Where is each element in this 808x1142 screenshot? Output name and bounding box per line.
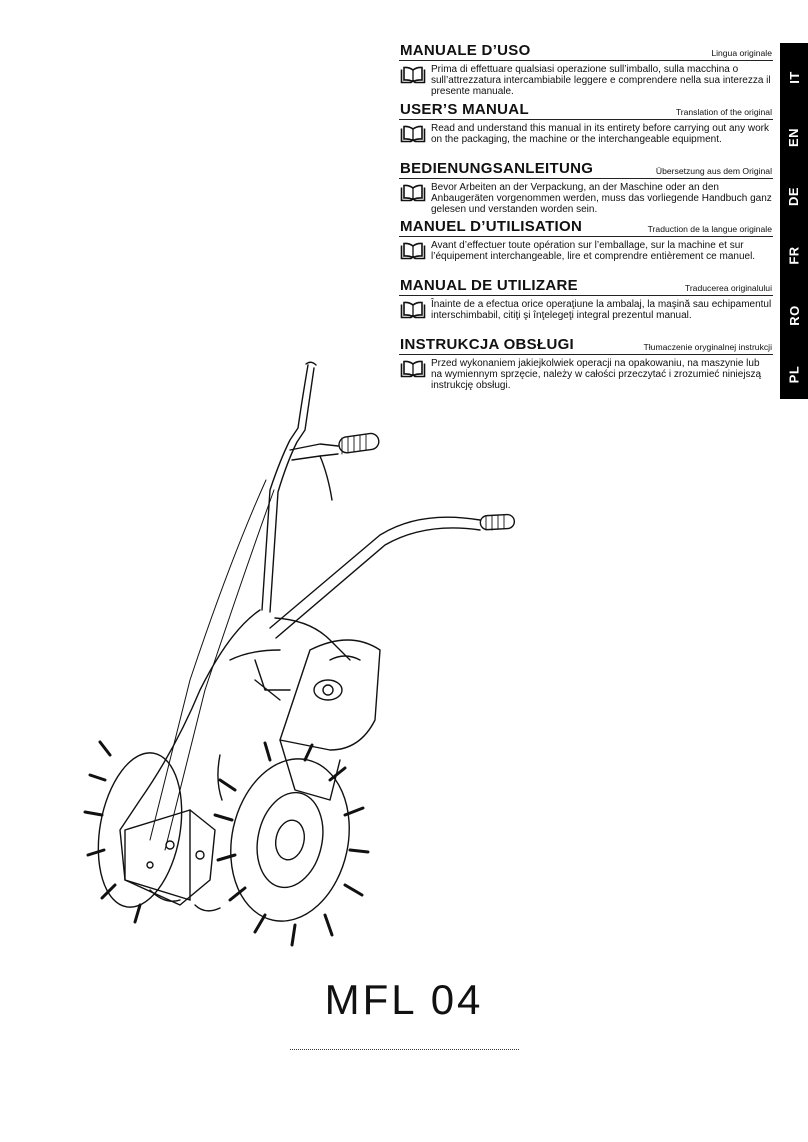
- open-book-icon: [400, 360, 426, 378]
- section-text: Prima di effettuare qualsiasi operazione…: [431, 64, 771, 98]
- language-tab-de: DE: [786, 186, 802, 206]
- section-subtitle: Traducerea originalului: [684, 283, 772, 293]
- section-text: Avant d’effectuer toute opération sur l’…: [431, 240, 756, 263]
- language-tab-pl: PL: [786, 365, 802, 383]
- section-title: INSTRUKCJA OBSŁUGI: [400, 336, 575, 353]
- section-title: MANUALE D’USO: [400, 42, 531, 59]
- section-text: Przed wykonaniem jakiejkolwiek operacji …: [431, 358, 762, 392]
- section-subtitle: Lingua originale: [711, 48, 772, 58]
- dotted-divider: [290, 1049, 519, 1050]
- section-subtitle: Traduction de la langue originale: [647, 224, 772, 234]
- machine-illustration: [83, 361, 516, 947]
- section-title: MANUAL DE UTILIZARE: [400, 277, 578, 294]
- open-book-icon: [400, 242, 426, 260]
- language-sidebar: IT EN DE FR RO PL: [780, 43, 808, 399]
- section-text: Înainte de a efectua orice operaţiune la…: [431, 299, 772, 322]
- section-subtitle: Translation of the original: [675, 107, 772, 117]
- section-title: USER’S MANUAL: [400, 101, 529, 118]
- section-fr: MANUEL D’UTILISATION Traduction de la la…: [399, 218, 773, 262]
- section-title: MANUEL D’UTILISATION: [400, 218, 583, 235]
- open-book-icon: [400, 184, 426, 202]
- model-name: MFL 04: [324, 976, 484, 1023]
- section-subtitle: Übersetzung aus dem Original: [655, 166, 772, 176]
- section-text: Bevor Arbeiten an der Verpackung, an der…: [431, 182, 772, 216]
- section-text: Read and understand this manual in its e…: [431, 123, 769, 146]
- section-title: BEDIENUNGSANLEITUNG: [400, 160, 594, 177]
- open-book-icon: [400, 125, 426, 143]
- language-tab-ro: RO: [786, 304, 802, 326]
- section-it: MANUALE D’USO Lingua originale Prima di …: [399, 42, 773, 98]
- section-de: BEDIENUNGSANLEITUNG Übersetzung aus dem …: [399, 160, 773, 216]
- language-tab-it: IT: [786, 70, 802, 84]
- section-subtitle: Tłumaczenie oryginalnej instrukcji: [643, 342, 772, 352]
- open-book-icon: [400, 66, 426, 84]
- section-pl: INSTRUKCJA OBSŁUGI Tłumaczenie oryginaln…: [399, 336, 773, 392]
- language-tab-en: EN: [786, 127, 802, 147]
- language-tab-fr: FR: [786, 245, 802, 265]
- section-ro: MANUAL DE UTILIZARE Traducerea originalu…: [399, 277, 773, 321]
- open-book-icon: [400, 301, 426, 319]
- section-en: USER’S MANUAL Translation of the origina…: [399, 101, 773, 145]
